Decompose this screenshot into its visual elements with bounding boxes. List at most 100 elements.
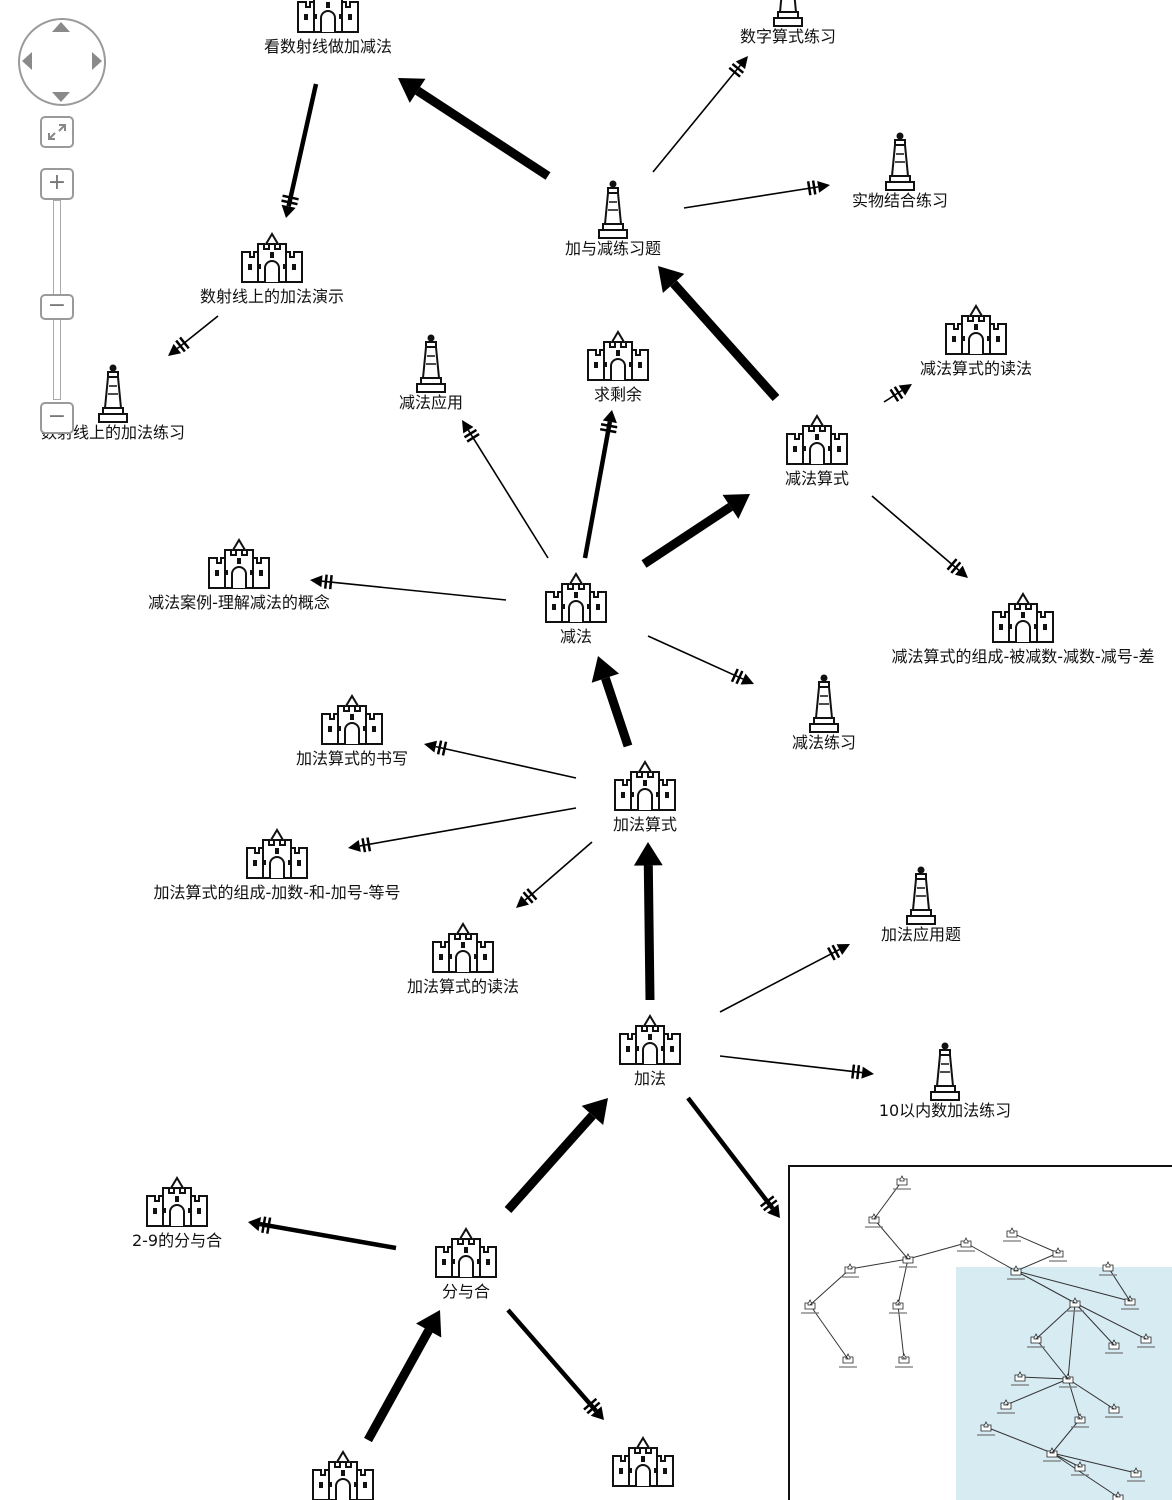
node-label: 求剩余 [594, 385, 642, 404]
edge-n24-n23[interactable] [364, 1310, 442, 1443]
edge-tick [831, 944, 841, 959]
edge-n10-n13[interactable] [871, 495, 968, 578]
castle-icon [312, 1451, 374, 1500]
edge-n23-n22[interactable] [248, 1216, 397, 1251]
edge-line [719, 1055, 863, 1074]
graph-node[interactable]: 实物结合练习 [852, 131, 948, 211]
graph-node[interactable]: 减法应用 [399, 333, 463, 413]
pan-right-icon[interactable] [92, 52, 102, 70]
minimap-node [1140, 1333, 1152, 1344]
pan-left-icon[interactable] [22, 52, 32, 70]
graph-node[interactable]: 加法算式 [613, 761, 677, 834]
edge-n20-mm[interactable] [686, 1096, 780, 1218]
graph-node[interactable]: 10以内数加法练习 [879, 1041, 1011, 1121]
minimap-edge [897, 1258, 909, 1306]
tower-icon [809, 673, 839, 733]
graph-node[interactable]: 减法练习 [792, 673, 856, 753]
tower-icon [885, 131, 915, 191]
graph-node[interactable]: 减法算式 [785, 415, 849, 488]
edge-n5-n6[interactable] [168, 315, 219, 356]
graph-node[interactable]: 加法应用题 [881, 865, 961, 945]
castle-icon [786, 415, 848, 465]
pan-control[interactable] [18, 18, 106, 106]
edge-tick [889, 388, 900, 402]
graph-node[interactable]: 加法算式的书写 [296, 695, 408, 768]
graph-node[interactable]: 加与减练习题 [565, 179, 661, 259]
edge-n1-n5[interactable] [281, 83, 319, 218]
edge-tick [323, 574, 328, 589]
edge-n4-n3[interactable] [683, 180, 830, 209]
node-label: 实物结合练习 [852, 191, 948, 210]
edge-n12-n14[interactable] [647, 635, 754, 685]
edge-arrowhead [722, 494, 750, 519]
pan-down-icon[interactable] [52, 92, 70, 102]
edge-n12-n8[interactable] [582, 410, 618, 559]
edge-n16-n18[interactable] [516, 841, 593, 908]
castle-icon [587, 331, 649, 381]
edge-tick [361, 838, 367, 853]
edge-tick [600, 423, 618, 429]
edge-n12-n10[interactable] [641, 494, 750, 568]
edge-arrowhead [602, 410, 617, 424]
minimap-node [960, 1237, 972, 1248]
node-label: 数射线上的加法演示 [200, 287, 344, 306]
graph-node[interactable]: 减法算式的读法 [920, 305, 1032, 378]
edge-n20-n21[interactable] [719, 1055, 874, 1080]
pan-up-icon[interactable] [52, 22, 70, 32]
edge-tick [366, 837, 372, 852]
graph-node[interactable]: 看数射线做加减法 [264, 0, 392, 56]
edge-n12-n7[interactable] [462, 420, 549, 559]
minimap-node [1062, 1373, 1074, 1384]
edge-n16-n17[interactable] [348, 807, 577, 853]
edge-n4-n1[interactable] [398, 78, 551, 180]
graph-node[interactable] [612, 1437, 674, 1487]
zoom-out-secondary-button[interactable]: − [40, 402, 74, 434]
edge-n23-n25[interactable] [506, 1308, 604, 1420]
tower-icon [416, 333, 446, 393]
edge-n12-n11[interactable] [310, 574, 507, 601]
minimap-node [804, 1299, 816, 1310]
graph-node[interactable]: 减法案例-理解减法的概念 [148, 539, 330, 612]
graph-node[interactable]: 减法 [545, 573, 607, 646]
edge-tick [179, 336, 190, 350]
edge-n10-n4[interactable] [658, 266, 780, 401]
edge-line [601, 676, 633, 748]
graph-node[interactable]: 求剩余 [587, 331, 649, 404]
graph-node[interactable]: 加法算式的读法 [407, 923, 519, 996]
zoom-out-button[interactable]: − [40, 294, 74, 320]
edge-n20-n16[interactable] [633, 842, 663, 1001]
minimap-edge [1015, 1252, 1059, 1272]
minimap[interactable] [788, 1165, 1172, 1500]
minimap-node [1108, 1403, 1120, 1414]
graph-node[interactable]: 数字算式练习 [740, 0, 836, 46]
edge-tick [735, 670, 744, 685]
castle-icon [241, 233, 303, 283]
graph-node[interactable]: 加法算式的组成-加数-和-加号-等号 [153, 829, 401, 902]
edge-line [435, 745, 577, 779]
edge-n10-n9[interactable] [883, 384, 912, 403]
zoom-in-button[interactable]: + [40, 168, 74, 200]
edge-n16-n15[interactable] [424, 740, 577, 779]
edge-n16-n12[interactable] [591, 656, 633, 748]
graph-node[interactable]: 2-9的分与合 [132, 1177, 222, 1250]
graph-node[interactable]: 分与合 [435, 1228, 497, 1301]
minimap-node [898, 1353, 910, 1364]
graph-node[interactable]: 加法 [619, 1015, 681, 1088]
graph-node[interactable]: 数射线上的加法练习 [41, 363, 185, 443]
edge-n23-n20[interactable] [504, 1098, 608, 1213]
edge-line [506, 1308, 598, 1413]
graph-node[interactable]: 数射线上的加法演示 [200, 233, 344, 306]
edge-line [670, 280, 780, 401]
minimap-edge [809, 1268, 851, 1306]
edge-n4-n2[interactable] [652, 56, 748, 173]
edge-n20-n19[interactable] [719, 944, 850, 1013]
minimap-edge [1107, 1266, 1131, 1302]
fit-view-button[interactable] [40, 116, 74, 148]
graph-node[interactable] [312, 1451, 374, 1500]
graph-node[interactable]: 减法算式的组成-被减数-减数-减号-差 [891, 593, 1155, 666]
edge-line [524, 841, 593, 901]
node-label: 加法 [634, 1069, 666, 1088]
node-label: 2-9的分与合 [132, 1231, 222, 1250]
expand-icon [48, 124, 66, 140]
